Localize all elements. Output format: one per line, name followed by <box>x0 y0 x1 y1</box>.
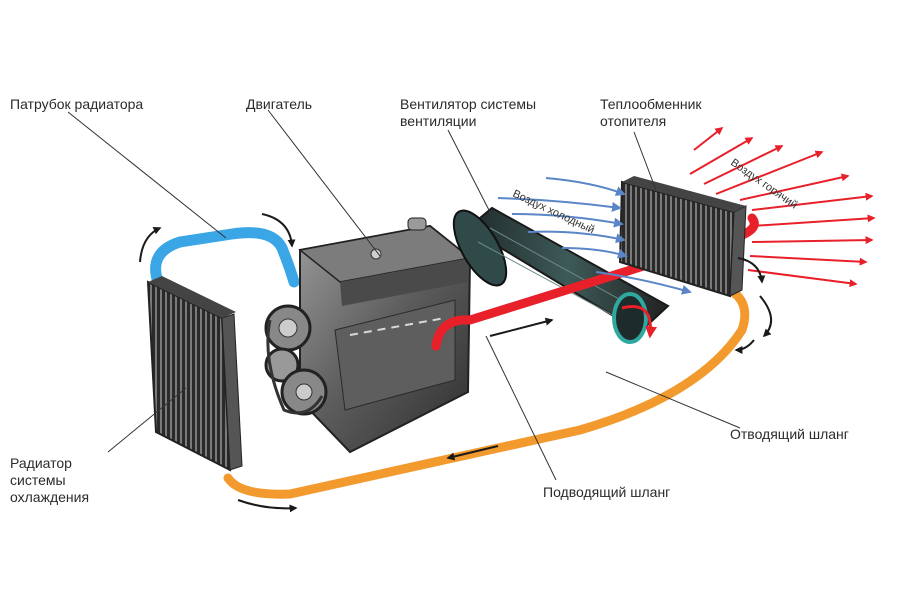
heater-core <box>618 176 747 298</box>
radiator-pipe <box>150 227 300 288</box>
label-outlet-hose: Отводящий шланг <box>730 426 849 442</box>
label-engine: Двигатель <box>246 96 313 112</box>
hot-air-flow <box>689 127 876 288</box>
label-heater-line2: отопителя <box>600 113 667 129</box>
label-heater: Теплообменник отопителя <box>600 96 702 130</box>
engine <box>264 217 472 454</box>
radiator <box>146 276 243 472</box>
label-radiator: Радиатор системы охлаждения <box>10 455 89 506</box>
label-heater-line1: Теплообменник <box>600 96 702 112</box>
label-radiator-pipe: Патрубок радиатора <box>10 96 144 112</box>
label-fan: Вентилятор системы вентиляции <box>400 96 536 130</box>
label-fan-line2: вентиляции <box>400 113 477 129</box>
label-radiator-line1: Радиатор <box>10 455 72 471</box>
label-fan-line1: Вентилятор системы <box>400 96 537 112</box>
flow-direction-arrows <box>139 213 772 513</box>
label-radiator-line2: системы <box>10 472 66 488</box>
label-radiator-line3: охлаждения <box>10 489 90 505</box>
cold-air-flow <box>497 177 692 295</box>
inlet-hose <box>431 213 759 351</box>
label-inlet-hose: Подводящий шланг <box>543 484 671 500</box>
leader-lines <box>67 109 741 481</box>
outlet-hose <box>223 283 750 499</box>
